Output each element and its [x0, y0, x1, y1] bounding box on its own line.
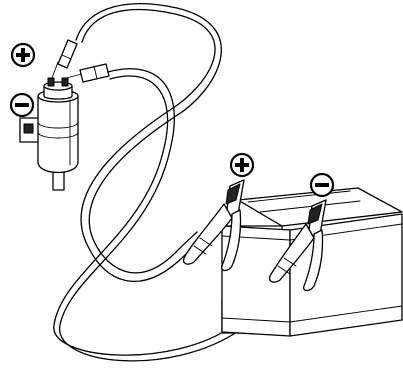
- clamp-positive: [182, 179, 245, 272]
- wire-positive: [75, 3, 222, 283]
- pump: [19, 77, 79, 191]
- plus-sign-icon: [10, 42, 36, 68]
- plus-sign-icon: [229, 152, 255, 178]
- battery: [221, 187, 403, 337]
- minus-sign-icon: [309, 172, 335, 198]
- minus-sign-icon: [9, 92, 35, 118]
- pump-connector-negative: [65, 63, 110, 83]
- clamp-negative: [268, 199, 327, 292]
- pump-connector-positive: [51, 39, 78, 79]
